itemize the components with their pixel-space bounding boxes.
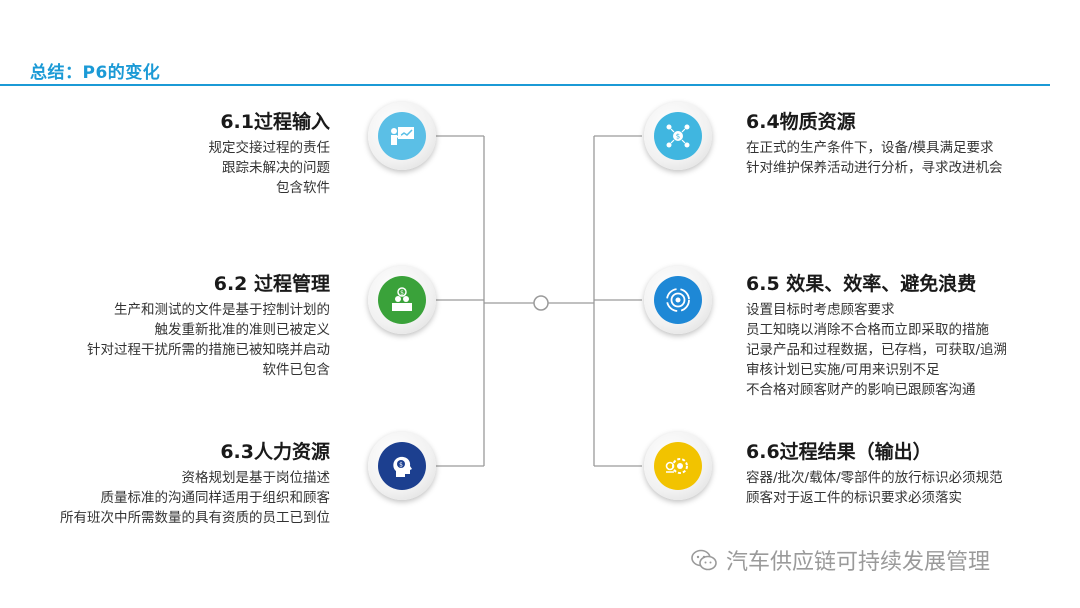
item-6-6: 6.6过程结果（输出） 容器/批次/载体/零部件的放行标识必须规范 顾客对于返工… [746, 440, 1003, 508]
svg-text:$: $ [400, 290, 404, 297]
wechat-icon [691, 549, 717, 571]
item-6-4-line-1: 在正式的生产条件下，设备/模具满足要求 [746, 140, 994, 156]
item-6-5-line-4: 审核计划已实施/可用来识别不足 [746, 362, 940, 378]
item-6-3-line-2: 质量标准的沟通同样适用于组织和顾客 [100, 490, 331, 506]
item-6-1-title: 6.1过程输入 [220, 111, 330, 133]
page-title: 总结：P6的变化 [30, 63, 161, 83]
title-divider [0, 84, 1050, 86]
item-6-2-line-2: 触发重新批准的准则已被定义 [154, 322, 331, 338]
item-6-1: 6.1过程输入 规定交接过程的责任 跟踪未解决的问题 包含软件 [209, 110, 331, 198]
item-6-4: 6.4物质资源 在正式的生产条件下，设备/模具满足要求 针对维护保养活动进行分析… [746, 110, 1003, 178]
head-coins-icon: $ [378, 442, 426, 490]
item-6-3-line-3: 所有班次中所需数量的具有资质的员工已到位 [60, 510, 330, 526]
item-6-5-line-5: 不合格对顾客财产的影响已跟顾客沟通 [746, 382, 976, 398]
item-6-4-title: 6.4物质资源 [746, 111, 856, 133]
item-6-1-line-2: 跟踪未解决的问题 [222, 160, 330, 176]
money-desk-icon: $ [378, 276, 426, 324]
item-6-6-line-1: 容器/批次/载体/零部件的放行标识必须规范 [746, 470, 1003, 486]
item-6-3-title: 6.3人力资源 [220, 441, 330, 463]
item-6-2-title: 6.2 过程管理 [213, 273, 330, 295]
item-6-1-line-3: 包含软件 [276, 180, 330, 196]
item-6-2-icon-badge: $ [368, 266, 436, 334]
item-6-6-title: 6.6过程结果（输出） [746, 441, 932, 463]
item-6-4-line-2: 针对维护保养活动进行分析，寻求改进机会 [746, 160, 1003, 176]
item-6-5-title: 6.5 效果、效率、避免浪费 [746, 273, 977, 295]
item-6-4-icon-badge: $ [644, 102, 712, 170]
item-6-3-icon-badge: $ [368, 432, 436, 500]
item-6-3-line-1: 资格规划是基于岗位描述 [181, 470, 331, 486]
item-6-2-line-3: 针对过程干扰所需的措施已被知晓并启动 [87, 342, 330, 358]
item-6-2-line-1: 生产和测试的文件是基于控制计划的 [114, 302, 330, 318]
item-6-3: 6.3人力资源 资格规划是基于岗位描述 质量标准的沟通同样适用于组织和顾客 所有… [60, 440, 330, 528]
item-6-1-line-1: 规定交接过程的责任 [208, 140, 331, 156]
svg-text:$: $ [676, 133, 680, 141]
network-money-icon: $ [654, 112, 702, 160]
item-6-2: 6.2 过程管理 生产和测试的文件是基于控制计划的 触发重新批准的准则已被定义 … [87, 272, 330, 380]
center-node [533, 295, 549, 311]
item-6-5-line-3: 记录产品和过程数据，已存档，可获取/追溯 [746, 342, 1008, 358]
item-6-5: 6.5 效果、效率、避免浪费 设置目标时考虑顾客要求 员工知晓以消除不合格而立即… [746, 272, 1007, 400]
item-6-2-line-4: 软件已包含 [262, 362, 331, 378]
item-6-5-icon-badge [644, 266, 712, 334]
presentation-icon [378, 112, 426, 160]
item-6-6-line-2: 顾客对于返工件的标识要求必须落实 [746, 490, 962, 506]
item-6-6-icon-badge [644, 432, 712, 500]
watermark-text: 汽车供应链可持续发展管理 [726, 550, 991, 575]
gears-icon [654, 442, 702, 490]
target-cycle-icon [654, 276, 702, 324]
item-6-5-line-2: 员工知晓以消除不合格而立即采取的措施 [746, 322, 989, 338]
item-6-1-icon-badge [368, 102, 436, 170]
svg-text:$: $ [399, 462, 403, 469]
item-6-5-line-1: 设置目标时考虑顾客要求 [746, 302, 895, 318]
watermark: 汽车供应链可持续发展管理 [690, 544, 990, 576]
